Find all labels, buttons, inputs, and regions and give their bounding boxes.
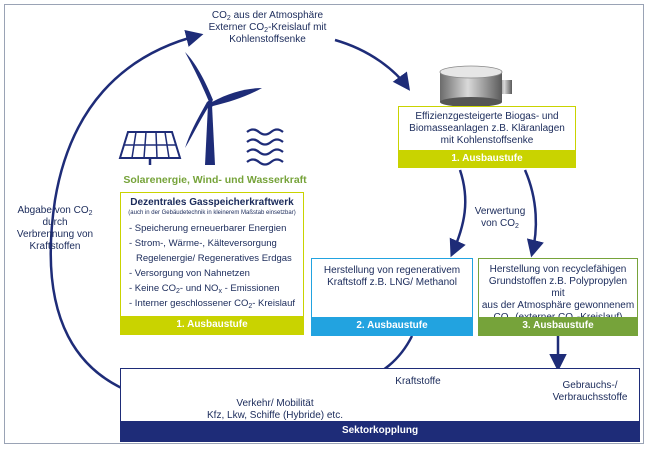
polymer-l1: Herstellung von recyclefähigen bbox=[489, 264, 627, 275]
biogas-text: Effizienzgesteigerte Biogas- und Biomass… bbox=[403, 111, 571, 147]
gas-plant-item: Regelenergie/ Regeneratives Erdgas bbox=[136, 253, 292, 264]
sector-text: Verkehr/ Mobilität Kfz, Lkw, Schiffe (Hy… bbox=[190, 398, 360, 422]
biogas-l3: mit Kohlenstoffsenke bbox=[440, 135, 534, 146]
gas-plant-item: - Speicherung erneuerbarer Energien bbox=[129, 223, 287, 234]
sector-l1: Verkehr/ Mobilität bbox=[236, 398, 314, 409]
fuel-l1: Herstellung von regenerativem bbox=[323, 265, 461, 276]
biogas-l1: Effizienzgesteigerte Biogas- und bbox=[415, 111, 559, 122]
biogas-l2: Biomasseanlagen z.B. Kläranlagen bbox=[409, 123, 565, 134]
co2-release-note: Abgabe von CO2 durch Verbrennung von Kra… bbox=[10, 205, 100, 253]
top-note-l1-post: aus der Atmosphäre bbox=[230, 10, 324, 21]
verwertung-label: Verwertung von CO2 bbox=[465, 206, 535, 230]
gebrauch-label: Gebrauchs-/ Verbrauchsstoffe bbox=[540, 380, 640, 404]
i5-pre: - Keine CO bbox=[129, 283, 176, 294]
arrow-to-biogas bbox=[334, 38, 411, 91]
i5-sub1: 2 bbox=[176, 288, 180, 295]
co2-atmosphere-note: CO2 aus der Atmosphäre Externer CO2-Krei… bbox=[200, 10, 335, 46]
gas-plant-list: - Speicherung erneuerbarer Energien - St… bbox=[129, 221, 295, 311]
gas-plant-box: Dezentrales Gasspeicherkraftwerk (auch i… bbox=[120, 192, 304, 335]
fuel-text: Herstellung von regenerativem Kraftstoff… bbox=[316, 265, 468, 289]
polymer-l3: aus der Atmosphäre gewonnenem bbox=[481, 300, 635, 311]
fuel-l2: Kraftstoff z.B. LNG/ Methanol bbox=[327, 277, 457, 288]
kraftstoffe-label: Kraftstoffe bbox=[395, 376, 441, 387]
sector-stage-label: Sektorkopplung bbox=[121, 421, 639, 441]
i5-post: - Emissionen bbox=[221, 283, 280, 294]
arrow-to-fuel bbox=[449, 169, 467, 258]
gebrauch-l2: Verbrauchsstoffe bbox=[552, 392, 628, 403]
top-note-l1-sub: 2 bbox=[226, 15, 231, 22]
gas-plant-subtitle: (auch in der Gebäudetechnik in kleinerem… bbox=[128, 210, 296, 216]
top-note-l3: Kohlenstoffsenke bbox=[229, 34, 306, 45]
i6-sub: 2 bbox=[248, 303, 253, 310]
polymer-text: Herstellung von recyclefähigen Grundstof… bbox=[481, 264, 635, 324]
stage-label: 2. Ausbaustufe bbox=[312, 317, 472, 335]
gebrauch-l1: Gebrauchs-/ bbox=[562, 380, 618, 391]
solar-panel-icon bbox=[118, 131, 182, 165]
biogas-box: Effizienzgesteigerte Biogas- und Biomass… bbox=[398, 106, 576, 168]
stage-label: 1. Ausbaustufe bbox=[399, 150, 575, 167]
i6-post: - Kreislauf bbox=[252, 298, 296, 309]
stage-label: 1. Ausbaustufe bbox=[121, 316, 303, 334]
gas-plant-item: - Strom-, Wärme-, Kälteversorgung bbox=[129, 238, 277, 249]
gas-plant-item: - Interner geschlossener CO2- Kreislauf bbox=[129, 296, 295, 311]
gas-plant-item: - Versorgung von Nahnetzen bbox=[129, 268, 250, 279]
left-note-l1-pre: Abgabe von CO bbox=[17, 205, 89, 216]
i6-pre: - Interner geschlossener CO bbox=[129, 298, 249, 309]
left-note-l2: durch bbox=[42, 217, 68, 228]
verwertung-l1: Verwertung bbox=[474, 206, 526, 217]
gas-plant-title: Dezentrales Gasspeicherkraftwerk bbox=[130, 197, 294, 208]
biogas-tank-icon bbox=[439, 65, 512, 107]
top-note-l2-sub: 2 bbox=[264, 27, 269, 34]
left-note-l3: Verbrennung von bbox=[16, 229, 94, 240]
sector-box: Sektorkopplung bbox=[120, 368, 640, 442]
i5-mid: - und NO bbox=[179, 283, 219, 294]
top-note-l2-pre: Externer CO bbox=[208, 22, 265, 33]
stage-label: 3. Ausbaustufe bbox=[479, 317, 637, 335]
top-note-l2-post: -Kreislauf mit bbox=[268, 22, 327, 33]
gas-plant-item: - Keine CO2- und NOx - Emissionen bbox=[129, 281, 295, 296]
top-note-l1-pre: CO bbox=[211, 10, 227, 21]
arrow-to-polymer bbox=[523, 169, 544, 258]
wind-turbine-icon bbox=[185, 52, 262, 165]
renewables-label: Solarenergie, Wind- und Wasserkraft bbox=[123, 174, 307, 186]
outer-frame bbox=[4, 4, 644, 444]
sector-l2: Kfz, Lkw, Schiffe (Hybride) etc. bbox=[207, 410, 343, 421]
arrow-cycle-left bbox=[49, 29, 204, 407]
fuel-box: Herstellung von regenerativem Kraftstoff… bbox=[311, 258, 473, 336]
water-waves-icon bbox=[246, 128, 284, 166]
left-note-l4: Kraftstoffen bbox=[29, 241, 81, 252]
polymer-box: Herstellung von recyclefähigen Grundstof… bbox=[478, 258, 638, 336]
polymer-l2: Grundstoffen z.B. Polypropylen mit bbox=[488, 276, 628, 299]
left-note-l1-sub: 2 bbox=[88, 210, 93, 217]
verwertung-l2-sub: 2 bbox=[515, 223, 519, 230]
verwertung-l2-pre: von CO bbox=[481, 218, 515, 229]
i5-sub2: x bbox=[218, 288, 222, 295]
